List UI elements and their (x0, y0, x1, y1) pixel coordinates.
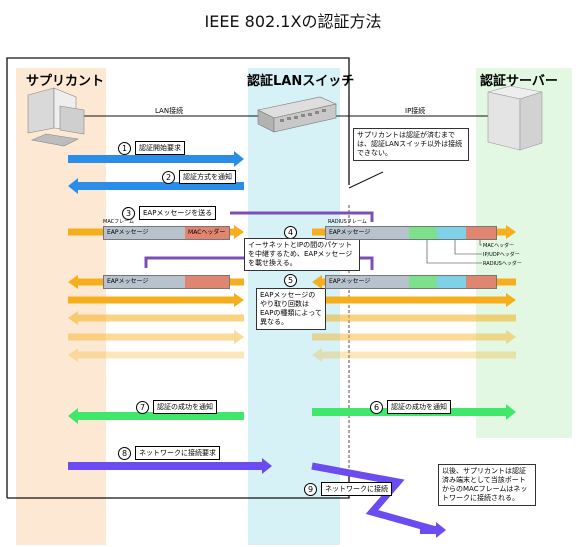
lan-switch-icon (257, 96, 337, 133)
step-2-number: 2 (162, 170, 175, 184)
radius-header-segment (408, 227, 438, 239)
ip-header-segment (437, 227, 466, 239)
step-1-text: 認証開始要求 (135, 141, 185, 155)
radius-frame-step3: EAPメッセージ (325, 226, 497, 240)
radius-frame-label: RADIUSフレーム (328, 219, 367, 225)
radius-mac-header-segment (465, 227, 496, 239)
step-9-label: 9 ネットワークに接続 (304, 482, 392, 496)
step-8-text: ネットワークに接続要求 (135, 446, 220, 460)
step-6-number: 6 (370, 400, 383, 414)
eap-arrow-11 (68, 348, 244, 362)
legend-leader-ip (454, 234, 482, 255)
step-5-number: 5 (284, 274, 297, 287)
eap-arrow-5 (68, 293, 244, 307)
relay-note: イーサネットとIPの間のパケットを中継するため、EAPメッセージを載せ換える。 (244, 238, 360, 271)
legend-mac-header: MACヘッダー (483, 243, 515, 249)
ip-link-label: IP接続 (405, 107, 426, 115)
radius-mac-header-segment (465, 276, 496, 288)
network-boundary-bottom (7, 470, 350, 499)
eap-arrow-6 (312, 293, 516, 307)
server-note-pointer (348, 171, 384, 189)
step-7-number: 7 (136, 400, 149, 414)
switch-heading: 認証LANスイッチ (247, 74, 355, 89)
server-access-note: サプリカントは認証が済むまでは、認証LANスイッチ以外は接続できない。 (353, 128, 469, 161)
eap-arrow-9 (68, 330, 244, 344)
step-1-number: 1 (118, 141, 131, 155)
step-5-label: 5 (284, 274, 297, 287)
mac-header-segment: MACヘッダー (185, 227, 229, 239)
supplicant-heading: サプリカント (26, 74, 105, 89)
radius-eap-segment: EAPメッセージ (326, 227, 409, 239)
radius-header-segment (408, 276, 438, 288)
server-heading: 認証サーバー (480, 74, 558, 89)
step-3-text: EAPメッセージを送る (139, 206, 217, 220)
step-9-number: 9 (304, 482, 317, 496)
eap-exchange-note: EAPメッセージのやり取り回数はEAPの種類によって異なる。 (256, 288, 326, 330)
legend-ip-udp-header: IP/UDPヘッダー (483, 252, 520, 258)
page-title: IEEE 802.1Xの認証方法 (204, 12, 382, 31)
post-auth-note: 以後、サプリカントは認証済み端末として当該ポートからのMACフレームはネットワー… (438, 464, 536, 506)
step-7-text: 認証の成功を通知 (153, 400, 217, 414)
step-1-arrow (68, 151, 244, 167)
step-7-label: 7 認証の成功を通知 (136, 400, 217, 414)
mac-header-segment (185, 276, 229, 288)
step-2-text: 認証方式を通知 (179, 170, 236, 184)
auth-server-icon (487, 85, 543, 151)
legend-radius-header: RADIUSヘッダー (483, 261, 522, 267)
eap-segment: EAPメッセージ (104, 276, 186, 288)
network-boundary (6, 57, 350, 498)
step-8-arrow (68, 458, 272, 474)
step-8-label: 8 ネットワークに接続要求 (118, 446, 220, 460)
step-3-label: 3 EAPメッセージを送る (122, 206, 217, 220)
step-6-label: 6 認証の成功を通知 (370, 400, 451, 414)
mac-frame-label: MACフレーム (103, 219, 134, 225)
mac-frame-step3: EAPメッセージ MACヘッダー (103, 226, 230, 240)
mac-frame-step5: EAPメッセージ (103, 275, 230, 289)
step-2-label: 2 認証方式を通知 (162, 170, 236, 184)
step-9-path (311, 462, 437, 534)
step-8-number: 8 (118, 446, 131, 460)
step-3-number: 3 (122, 206, 135, 220)
relay-line-forward (230, 211, 374, 222)
step-6-text: 認証の成功を通知 (387, 400, 451, 414)
eap-arrow-7 (68, 311, 244, 325)
eap-arrow-8 (312, 311, 516, 325)
step-9-text: ネットワークに接続 (321, 482, 392, 496)
eap-arrow-10 (312, 330, 516, 344)
pc-icon (27, 87, 85, 147)
legend-leader-radius (426, 234, 482, 264)
ip-header-segment (437, 276, 466, 288)
eap-segment: EAPメッセージ (104, 227, 186, 239)
radius-eap-segment: EAPメッセージ (326, 276, 409, 288)
eap-arrow-12 (312, 348, 516, 362)
step-1-label: 1 認証開始要求 (118, 141, 185, 155)
radius-frame-step5: EAPメッセージ (325, 275, 497, 289)
step-9-arrow-head (420, 522, 446, 538)
lan-link-label: LAN接続 (155, 107, 184, 115)
